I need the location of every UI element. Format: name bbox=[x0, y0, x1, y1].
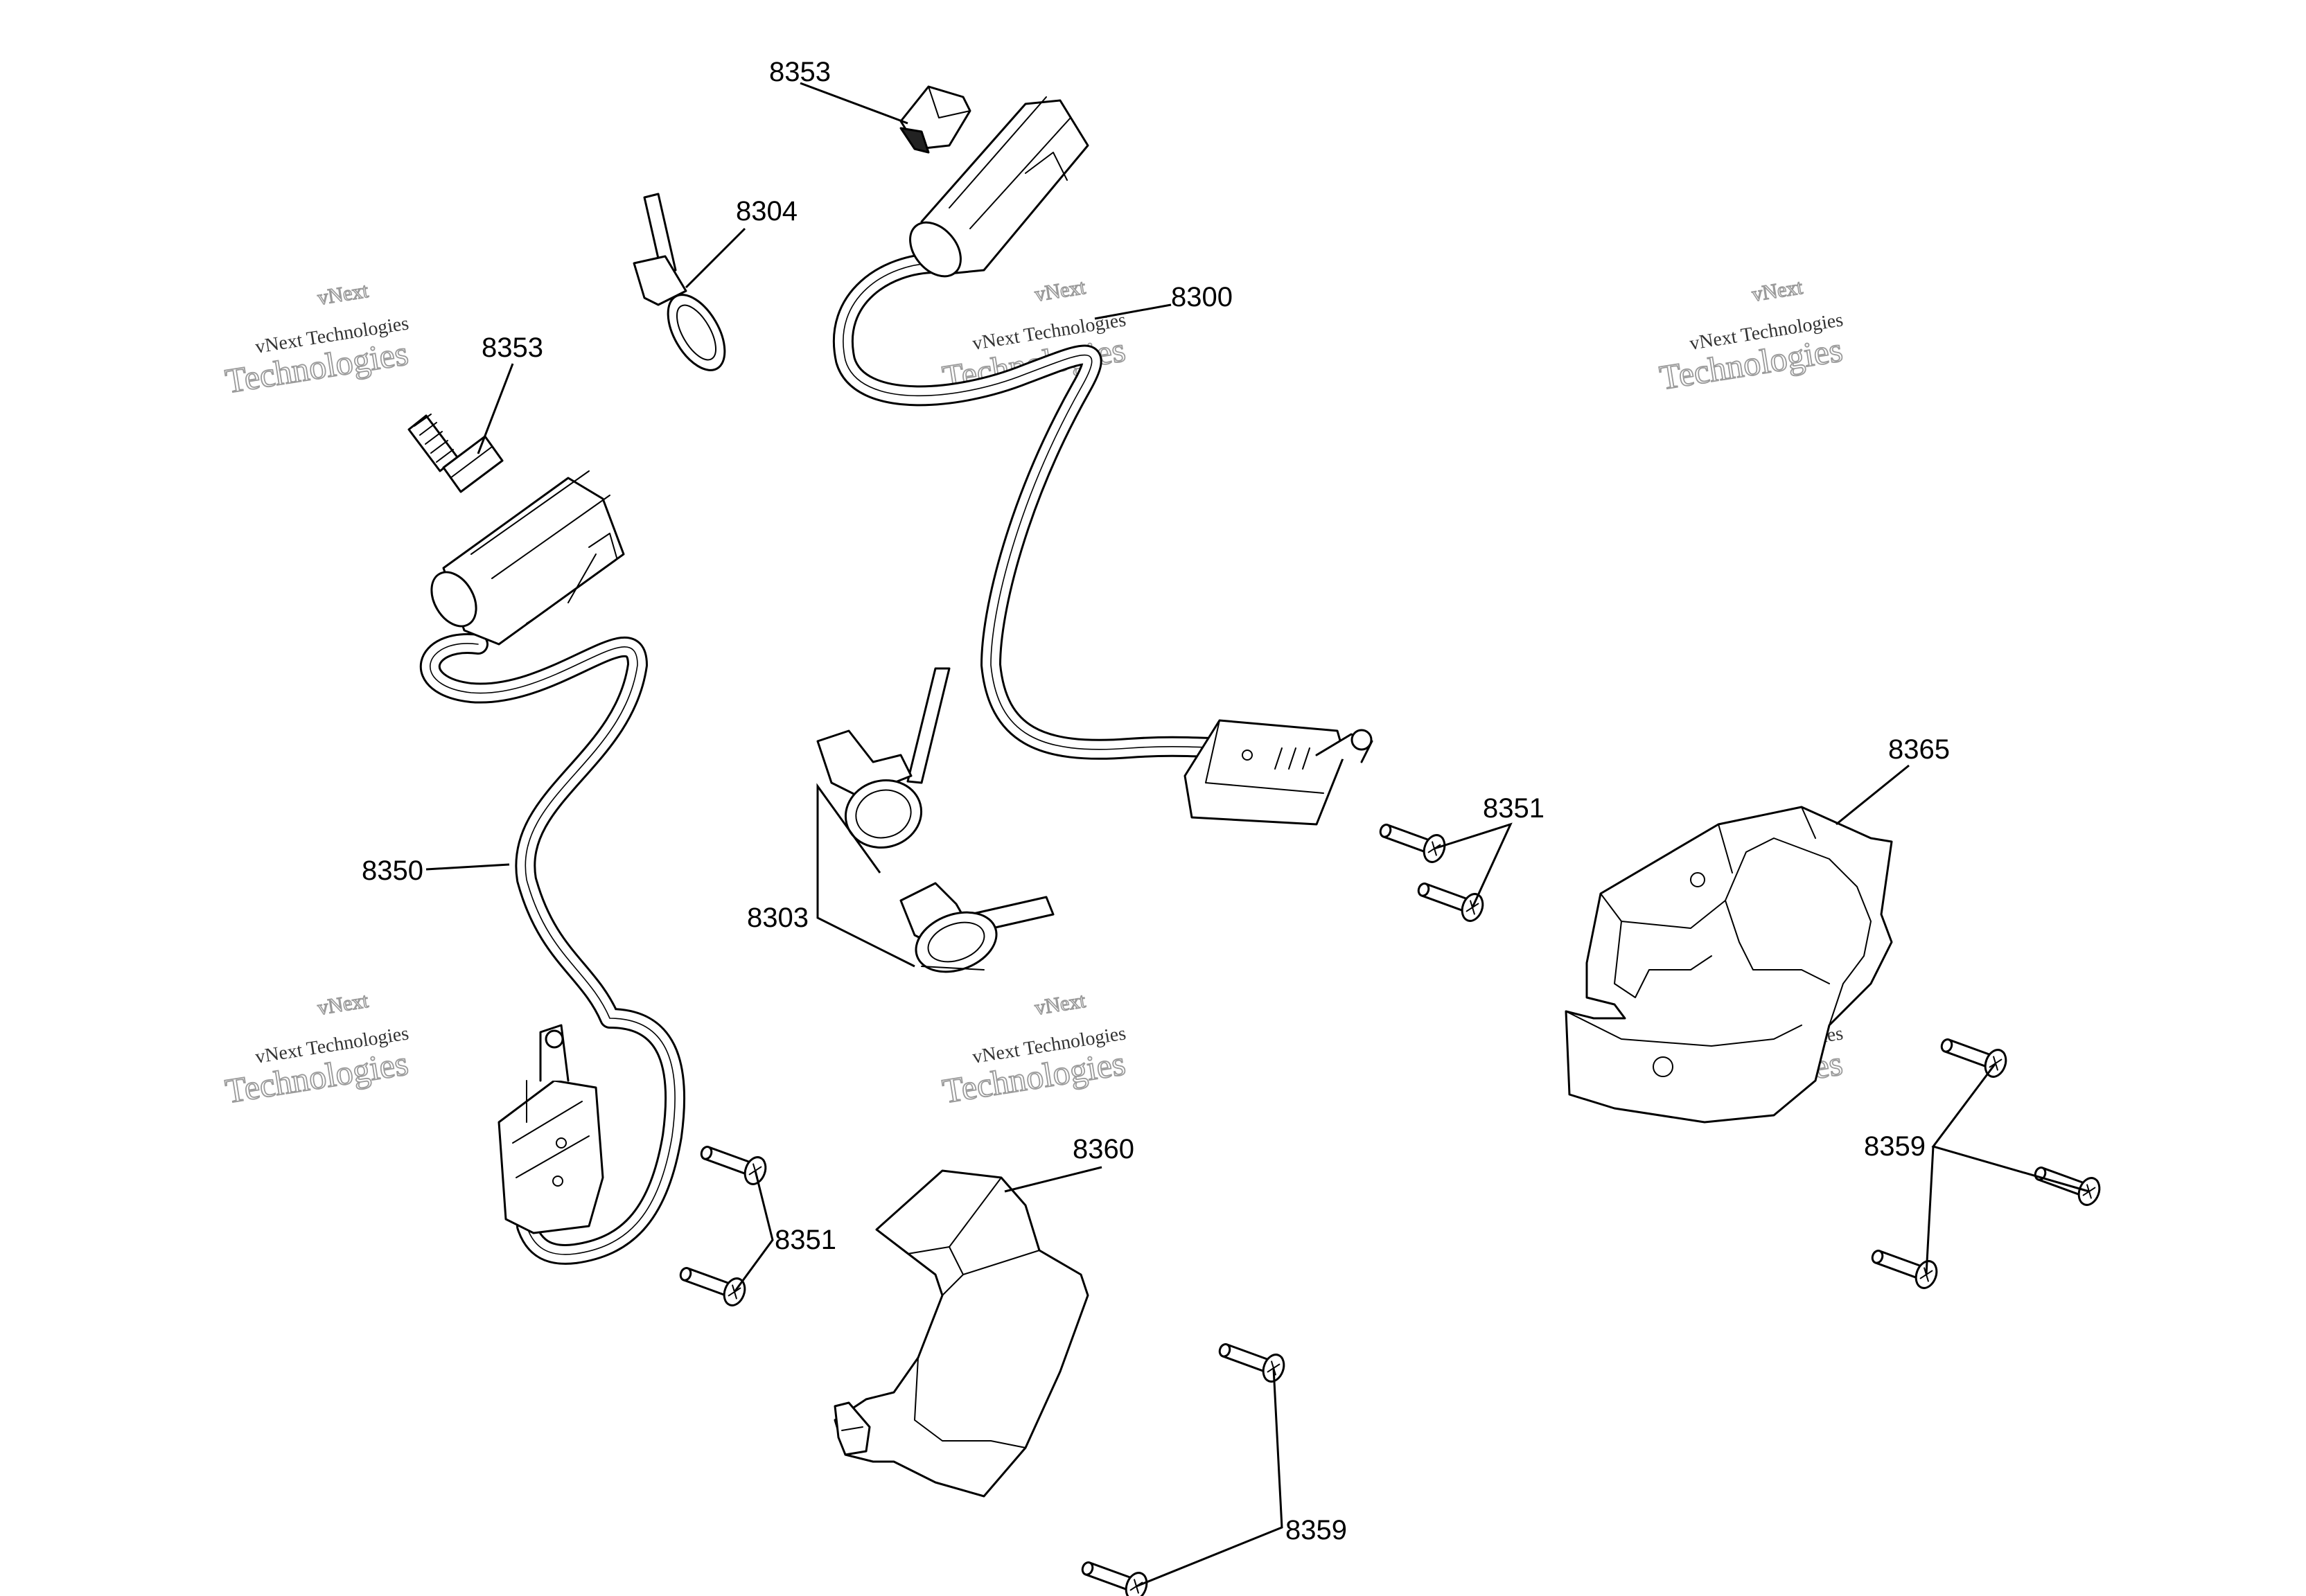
micro-switch-8350 bbox=[498, 1024, 604, 1234]
watermark-bottom-center: vNext vNext Technologies Technologies bbox=[939, 988, 1128, 1111]
callout-8360: 8360 bbox=[1073, 1134, 1134, 1164]
leader-c11b bbox=[1925, 1146, 1935, 1275]
screw-8359-bottom-b bbox=[1081, 1561, 1148, 1596]
tie-strap-8303-upper bbox=[816, 667, 951, 849]
callout-8300: 8300 bbox=[1171, 282, 1233, 312]
svg-text:vNext: vNext bbox=[1750, 276, 1804, 306]
leader-c11 bbox=[1931, 1063, 2090, 1193]
leader-c10 bbox=[1004, 1166, 1102, 1193]
leader-c5 bbox=[425, 863, 510, 871]
callout-8353-top: 8353 bbox=[769, 57, 831, 87]
callout-8303: 8303 bbox=[747, 903, 809, 933]
leader-c2 bbox=[685, 227, 746, 289]
watermark-top-left: vNext vNext Technologies Technologies bbox=[222, 278, 411, 401]
leader-c9 bbox=[733, 1170, 774, 1293]
cover-8360 bbox=[834, 1169, 1089, 1498]
watermark-top-right: vNext vNext Technologies Technologies bbox=[1656, 275, 1845, 398]
callout-8304: 8304 bbox=[736, 196, 798, 227]
screw-8359-right-c bbox=[1871, 1250, 1938, 1289]
svg-text:vNext: vNext bbox=[1033, 276, 1087, 306]
push-clip-8353-left bbox=[407, 414, 504, 493]
callout-labels: 8353 8304 8353 8300 8350 8303 8351 8365 … bbox=[362, 57, 1950, 1545]
screw-8351-lower-b bbox=[679, 1267, 746, 1306]
watermark-bottom-left: vNext vNext Technologies Technologies bbox=[222, 988, 411, 1111]
harness-8350 bbox=[419, 633, 686, 1265]
screw-8359-right-a bbox=[1940, 1038, 2007, 1078]
connector-8300 bbox=[909, 96, 1089, 278]
screw-8359-right-b bbox=[2034, 1167, 2101, 1206]
callout-8353-left: 8353 bbox=[482, 332, 543, 363]
clip-8353-top bbox=[899, 85, 971, 154]
callout-8359-right: 8359 bbox=[1864, 1131, 1926, 1162]
micro-switch-8300 bbox=[1183, 719, 1373, 826]
screw-8359-bottom-a bbox=[1218, 1343, 1285, 1383]
cover-8365 bbox=[1565, 806, 1893, 1124]
tie-strap-8304 bbox=[633, 193, 726, 371]
connector-8350 bbox=[430, 470, 625, 646]
leader-c3 bbox=[477, 363, 514, 454]
leader-c4 bbox=[1094, 303, 1172, 320]
callout-8365: 8365 bbox=[1888, 734, 1950, 765]
leader-c12 bbox=[1136, 1367, 1283, 1588]
leader-c6 bbox=[816, 783, 915, 968]
harness-8300 bbox=[832, 253, 1251, 760]
callout-8351-upper: 8351 bbox=[1483, 793, 1544, 824]
leader-c1 bbox=[800, 82, 908, 125]
leader-lines bbox=[425, 82, 2090, 1588]
callout-8350: 8350 bbox=[362, 855, 423, 886]
svg-text:vNext: vNext bbox=[316, 279, 370, 310]
tie-strap-8303-lower bbox=[899, 882, 1055, 973]
callout-8359-bottom: 8359 bbox=[1285, 1515, 1347, 1545]
svg-text:vNext: vNext bbox=[316, 989, 370, 1020]
leader-c7 bbox=[1434, 822, 1513, 908]
callout-8351-lower: 8351 bbox=[775, 1225, 836, 1255]
screw-8351-upper-a bbox=[1379, 824, 1446, 863]
svg-text:vNext: vNext bbox=[1033, 989, 1087, 1020]
leader-c8 bbox=[1836, 764, 1910, 826]
